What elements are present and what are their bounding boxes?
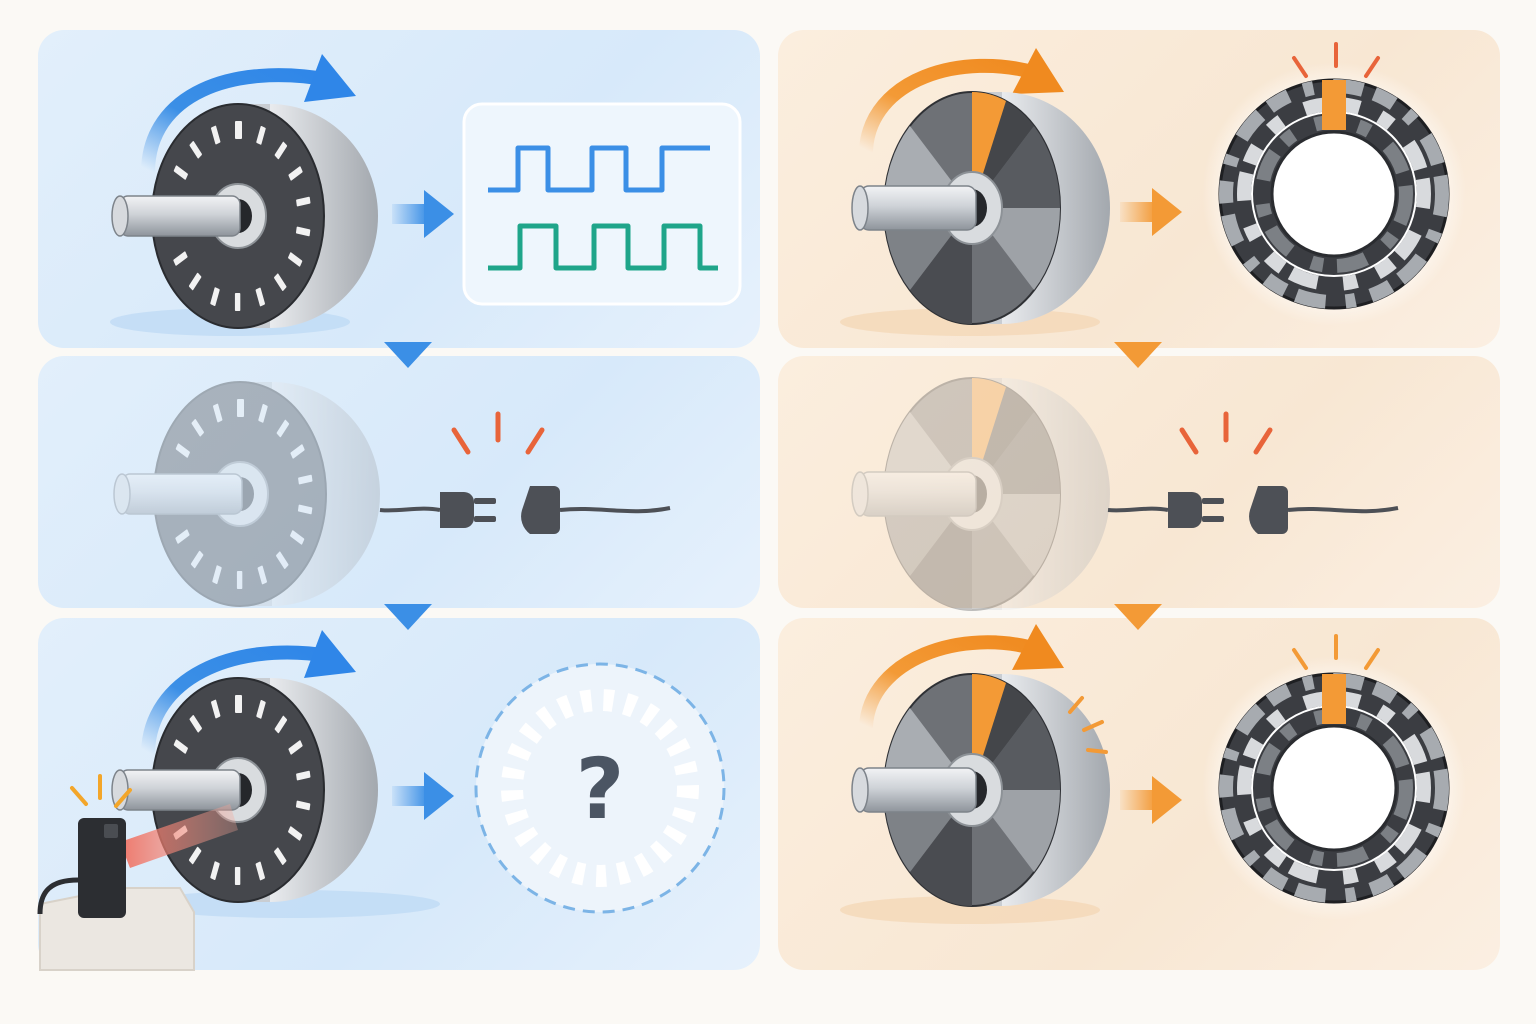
unplugged-icon [380,414,670,534]
unknown-position-indicator: ? [474,662,726,914]
rotation-arrow-icon [141,54,356,177]
step-down-icon [384,604,432,630]
absolute-encoder-disk-faded [851,377,1111,611]
rotation-arrow-icon [859,48,1064,157]
incremental-encoder-disk-faded [113,381,381,607]
question-icon: ? [576,740,625,838]
rotation-arrow-icon [141,630,356,759]
step-down-icon [1114,604,1162,630]
rotation-arrow-icon [859,624,1064,733]
highlight-rays [1292,634,1380,670]
gray-code-ring-icon [1202,656,1466,920]
channel-a-signal [488,145,710,193]
flow-arrow-icon [1120,188,1182,236]
optical-sensor-icon [37,774,238,971]
flow-arrow-icon [392,190,454,238]
flow-arrow-icon [392,772,454,820]
unplugged-icon [1108,414,1398,534]
flow-arrow-icon [1120,776,1182,824]
gray-code-ring-icon [1202,62,1466,326]
step-down-icon [384,342,432,368]
channel-b-signal [488,223,718,271]
highlight-rays [1068,696,1108,754]
absolute-encoder-disk [851,91,1111,325]
highlight-rays [1292,42,1380,78]
step-down-icon [1114,342,1162,368]
pulse-signal-card [462,102,742,306]
